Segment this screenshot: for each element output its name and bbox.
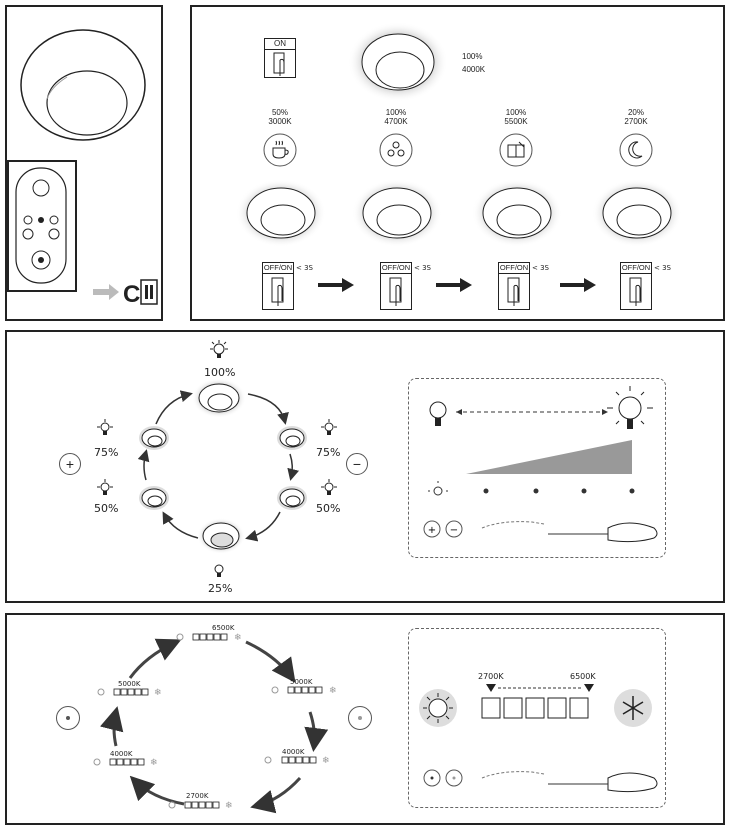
mode-label-2: 100%4700K xyxy=(384,108,408,126)
range-max-label: 6500K xyxy=(570,672,596,681)
full-light-label: 100% 4000K xyxy=(462,52,486,74)
book-pencil-icon xyxy=(499,133,533,167)
cct-right-button[interactable] xyxy=(348,706,372,730)
switch-on-label: ON xyxy=(265,39,295,50)
cct-gesture xyxy=(423,769,658,793)
bulb-icon xyxy=(321,419,337,435)
offon-switch-2: OFF/ON xyxy=(380,262,412,310)
bulb-icon xyxy=(97,479,113,495)
svg-text:❄: ❄ xyxy=(154,688,162,698)
product-panel: C xyxy=(5,5,163,321)
cct-cycle-diagram xyxy=(99,638,329,814)
level-75-right: 75% xyxy=(316,446,341,459)
moon-icon xyxy=(619,133,653,167)
finger-switch-icon xyxy=(273,52,285,76)
bulb-icon xyxy=(97,419,113,435)
minus-button[interactable]: − xyxy=(346,453,368,475)
level-50-right: 50% xyxy=(316,502,341,515)
svg-text:❄: ❄ xyxy=(234,633,242,643)
scene-lamp-1 xyxy=(236,179,326,247)
cct-right-upper-label: 5000K xyxy=(290,678,313,686)
svg-text:❄: ❄ xyxy=(225,801,233,811)
cct-left-button[interactable] xyxy=(56,706,80,730)
dimming-gesture-diagram: + − xyxy=(423,386,658,543)
svg-text:❄: ❄ xyxy=(150,758,158,768)
offon-switch-3: OFF/ON xyxy=(498,262,530,310)
svg-text:❄: ❄ xyxy=(329,686,337,696)
bulb-bright-icon xyxy=(210,340,228,358)
scene-lamp-2 xyxy=(352,179,442,247)
svg-text:C: C xyxy=(123,281,140,308)
scene-lamp-4 xyxy=(592,179,682,247)
svg-text:❄: ❄ xyxy=(322,756,330,766)
offon-switch-4: OFF/ON xyxy=(620,262,652,310)
cct-left-lower-label: 4000K xyxy=(110,750,133,758)
offon-switch-1: OFF/ON xyxy=(262,262,294,310)
cct-top-label: 6500K xyxy=(212,624,235,632)
cct-gesture-box xyxy=(408,628,666,808)
cct-right-lower-label: 4000K xyxy=(282,748,305,756)
dimming-gesture-box xyxy=(408,378,666,558)
scene-lamp-3 xyxy=(472,179,562,247)
switch-time-4: < 3S xyxy=(654,264,671,272)
level-75-left: 75% xyxy=(94,446,119,459)
dimming-cycle-diagram xyxy=(137,378,307,554)
remote-box xyxy=(7,160,77,292)
coffee-cup-icon xyxy=(263,133,297,167)
plus-button[interactable]: + xyxy=(59,453,81,475)
cool-light-icon xyxy=(614,689,652,727)
bulb-icon xyxy=(321,479,337,495)
cct-bottom-label: 2700K xyxy=(186,792,209,800)
mode-label-3: 100%5500K xyxy=(504,108,528,126)
warm-light-icon xyxy=(419,689,457,727)
svg-text:−: − xyxy=(450,525,458,536)
on-switch-frame: ON xyxy=(264,38,296,78)
mode-label-4: 20%2700K xyxy=(624,108,648,126)
switch-time-3: < 3S xyxy=(532,264,549,272)
arrow-right-icon xyxy=(436,278,472,292)
mode-label-1: 50%3000K xyxy=(268,108,292,126)
people-group-icon xyxy=(379,133,413,167)
remote-control xyxy=(15,167,67,284)
glowing-lamp-full xyxy=(348,22,448,102)
range-min-label: 2700K xyxy=(478,672,504,681)
level-100: 100% xyxy=(204,366,236,379)
svg-text:+: + xyxy=(428,525,436,536)
ceiling-lamp-illustration xyxy=(20,29,146,141)
arrow-right-icon xyxy=(560,278,596,292)
cct-scale xyxy=(481,684,594,719)
cct-level-bars: ❄ ❄ ❄ ❄ ❄ ❄ xyxy=(93,633,337,811)
switch-time-1: < 3S xyxy=(296,264,313,272)
battery-instruction-icon: C xyxy=(93,279,158,308)
bulb-dim-icon xyxy=(214,564,224,577)
arrow-right-icon xyxy=(318,278,354,292)
switch-time-2: < 3S xyxy=(414,264,431,272)
cct-left-upper-label: 5000K xyxy=(118,680,141,688)
level-50-left: 50% xyxy=(94,502,119,515)
level-25: 25% xyxy=(208,582,233,595)
